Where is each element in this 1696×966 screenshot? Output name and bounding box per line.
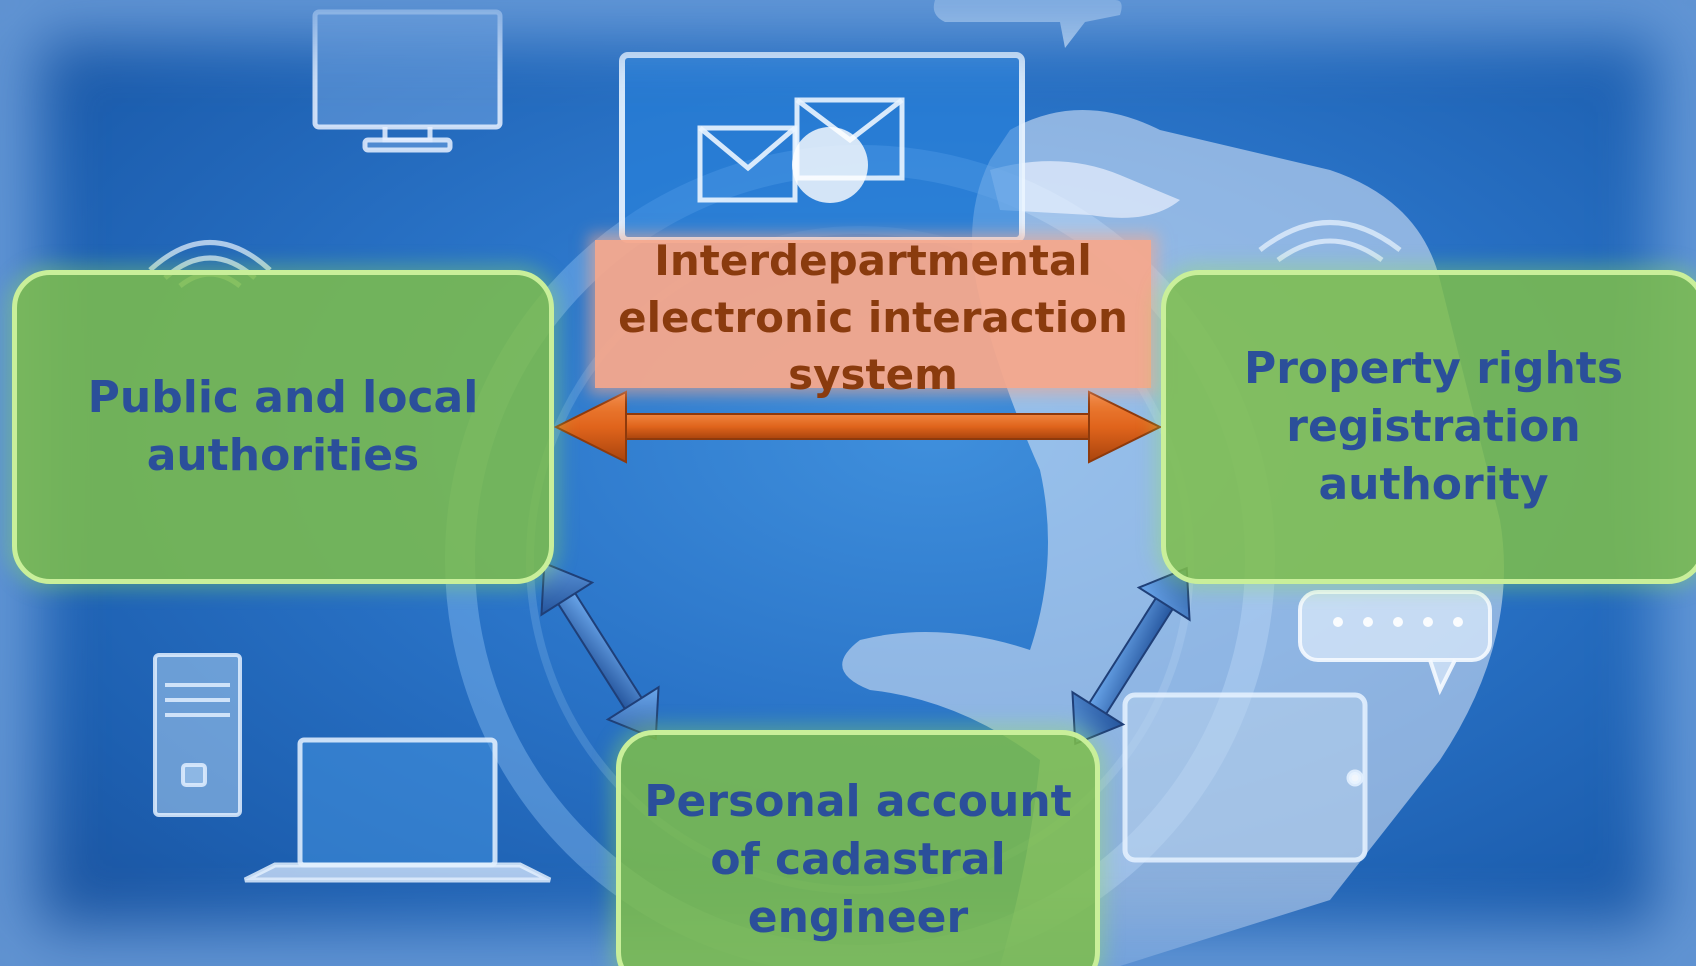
node-property-registration-label: Property rights registration authority xyxy=(1243,343,1624,510)
center-system-label: Interdepartmental electronic interaction… xyxy=(618,236,1128,399)
center-system-box xyxy=(595,240,1151,388)
double-arrow-public-to-cadastral xyxy=(540,561,660,741)
node-property-registration: Property rights registration authority xyxy=(1161,270,1696,584)
double-arrow-property-to-cadastral xyxy=(1071,566,1191,746)
node-public-authorities-label: Public and local authorities xyxy=(87,372,479,481)
node-public-authorities: Public and local authorities xyxy=(12,270,554,584)
node-cadastral-account: Personal account of cadastral engineer xyxy=(616,730,1100,966)
double-arrow-public-to-property xyxy=(553,390,1163,464)
node-cadastral-account-label: Personal account of cadastral engineer xyxy=(644,776,1072,943)
